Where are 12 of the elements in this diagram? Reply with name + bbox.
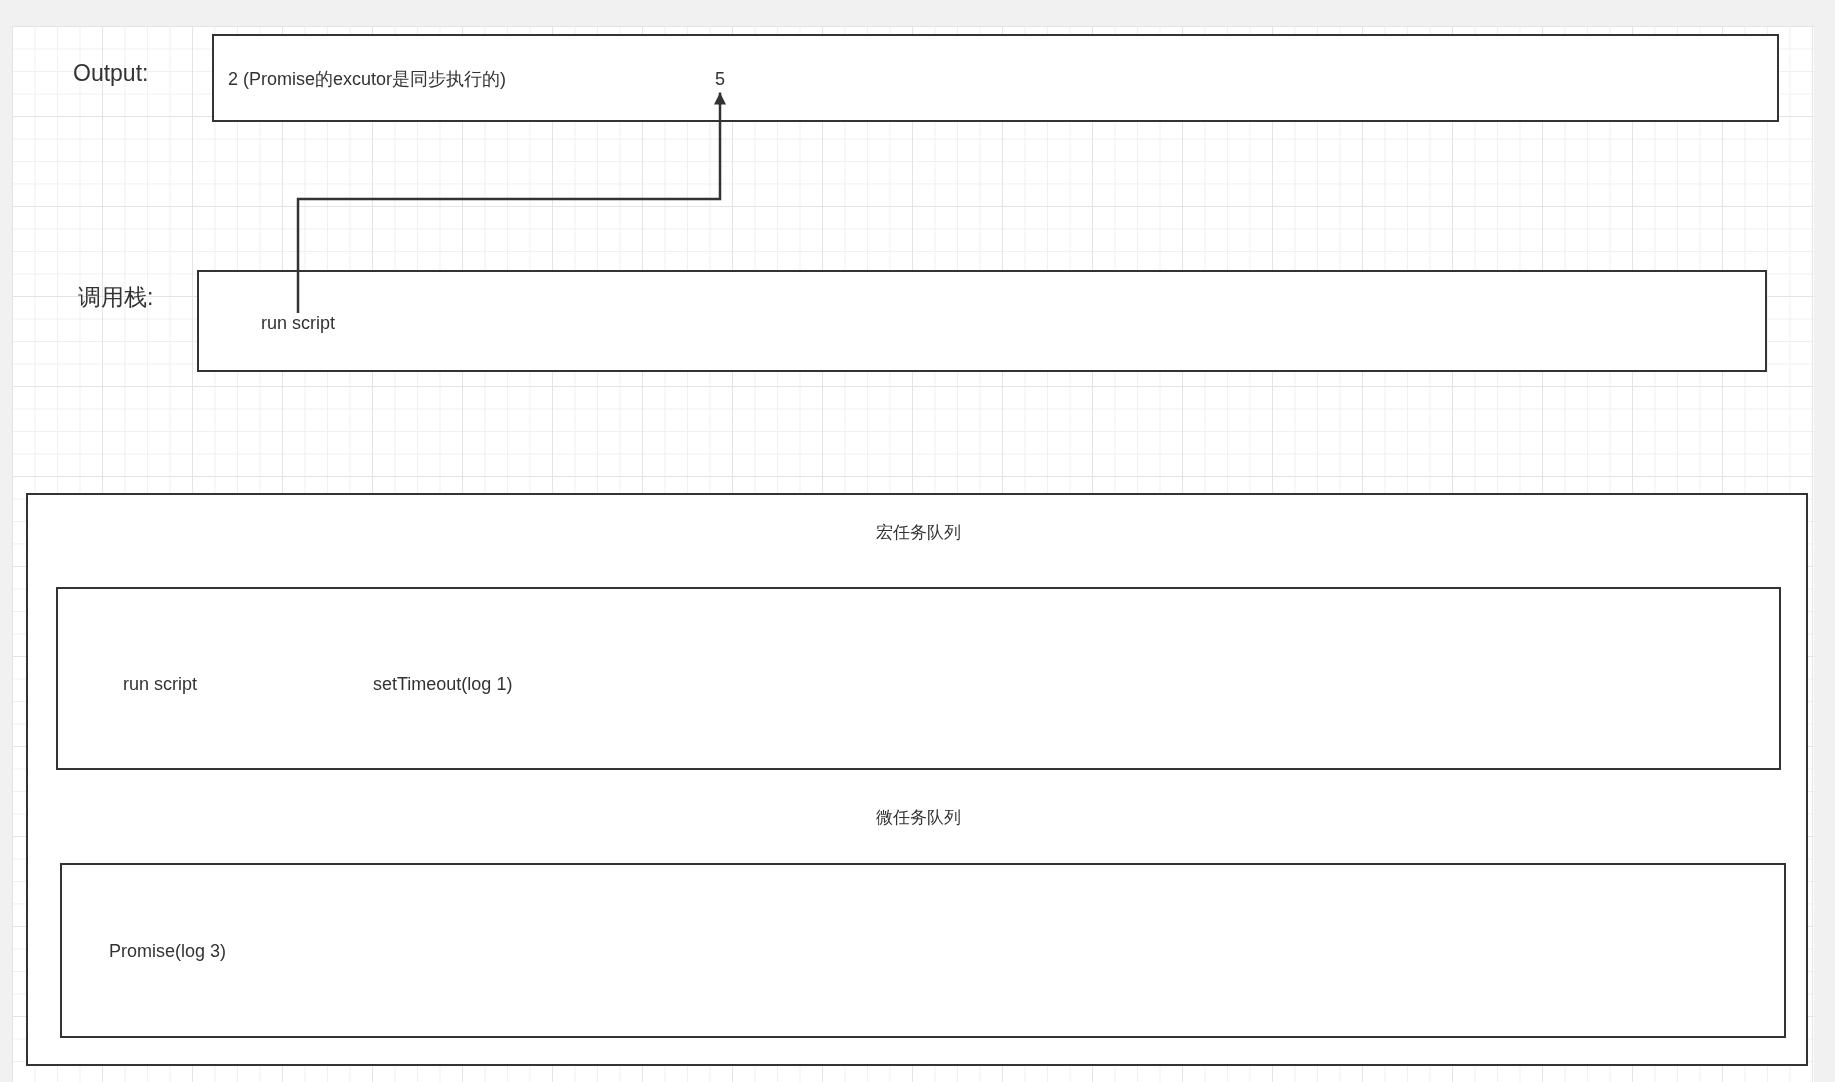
task-label: Promise(log 3) bbox=[109, 941, 227, 963]
task-label: setTimeout(log 1) bbox=[373, 674, 513, 696]
row-label: 调用栈: bbox=[78, 284, 154, 312]
queue-title: 微任务队列 bbox=[875, 808, 961, 829]
output-value: 5 bbox=[715, 69, 725, 91]
output-text: 2 (Promise的excutor是同步执行的) bbox=[228, 69, 507, 91]
queue-title: 宏任务队列 bbox=[875, 523, 961, 544]
stack-frame-label: run script bbox=[261, 313, 336, 335]
task-label: run script bbox=[123, 674, 198, 696]
container-box bbox=[26, 493, 1808, 1066]
arrow bbox=[296, 92, 726, 313]
row-label: Output: bbox=[73, 60, 149, 88]
